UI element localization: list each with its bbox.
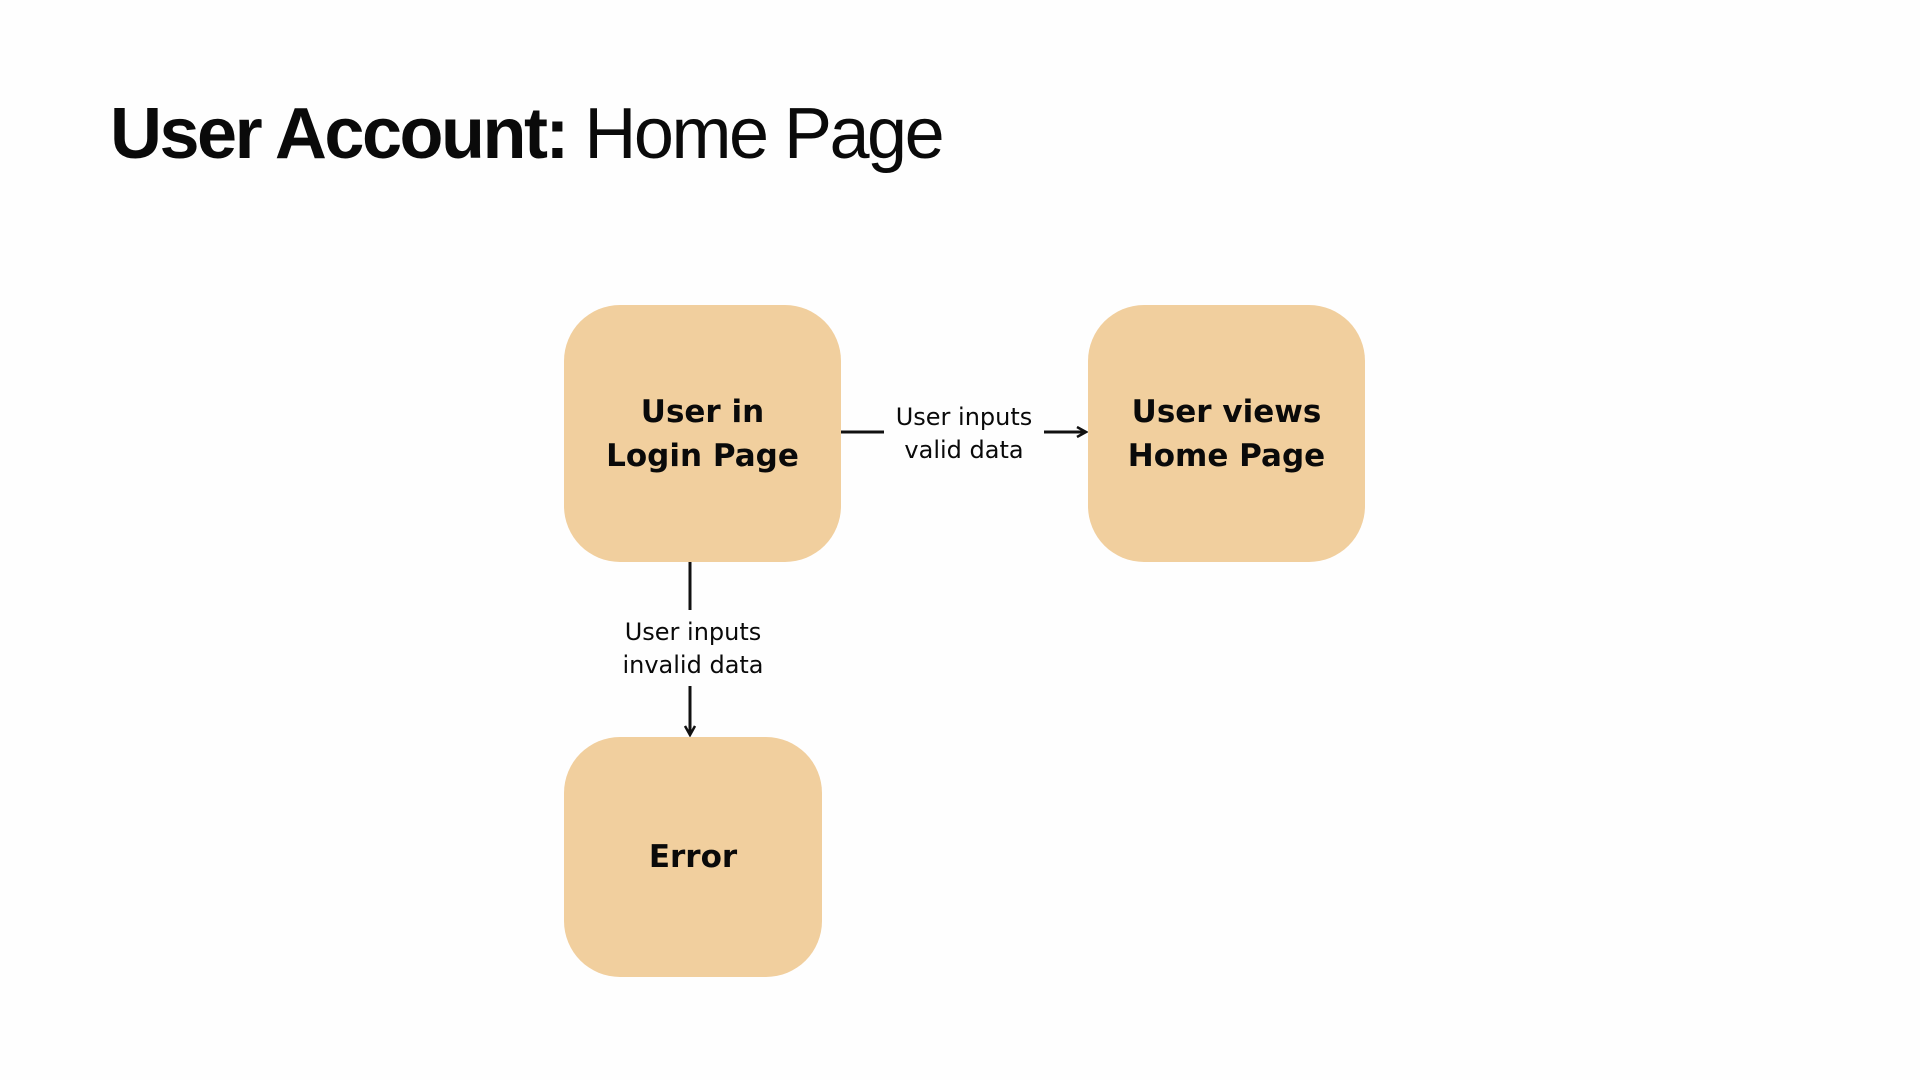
edge-label-valid-data: User inputs valid data <box>884 401 1044 467</box>
node-error[interactable]: Error <box>564 737 822 977</box>
page-title: User Account: Home Page <box>110 98 945 170</box>
node-label: Error <box>648 839 738 875</box>
node-label: User views Home Page <box>1127 393 1326 474</box>
title-regular: Home Page <box>566 94 944 174</box>
node-user-views-home-page[interactable]: User views Home Page <box>1088 305 1365 562</box>
node-user-login-page[interactable]: User in Login Page <box>564 305 841 562</box>
title-bold: User Account: <box>110 94 569 174</box>
node-label: User in Login Page <box>606 393 799 474</box>
edge-label-invalid-data: User inputs invalid data <box>612 616 774 682</box>
